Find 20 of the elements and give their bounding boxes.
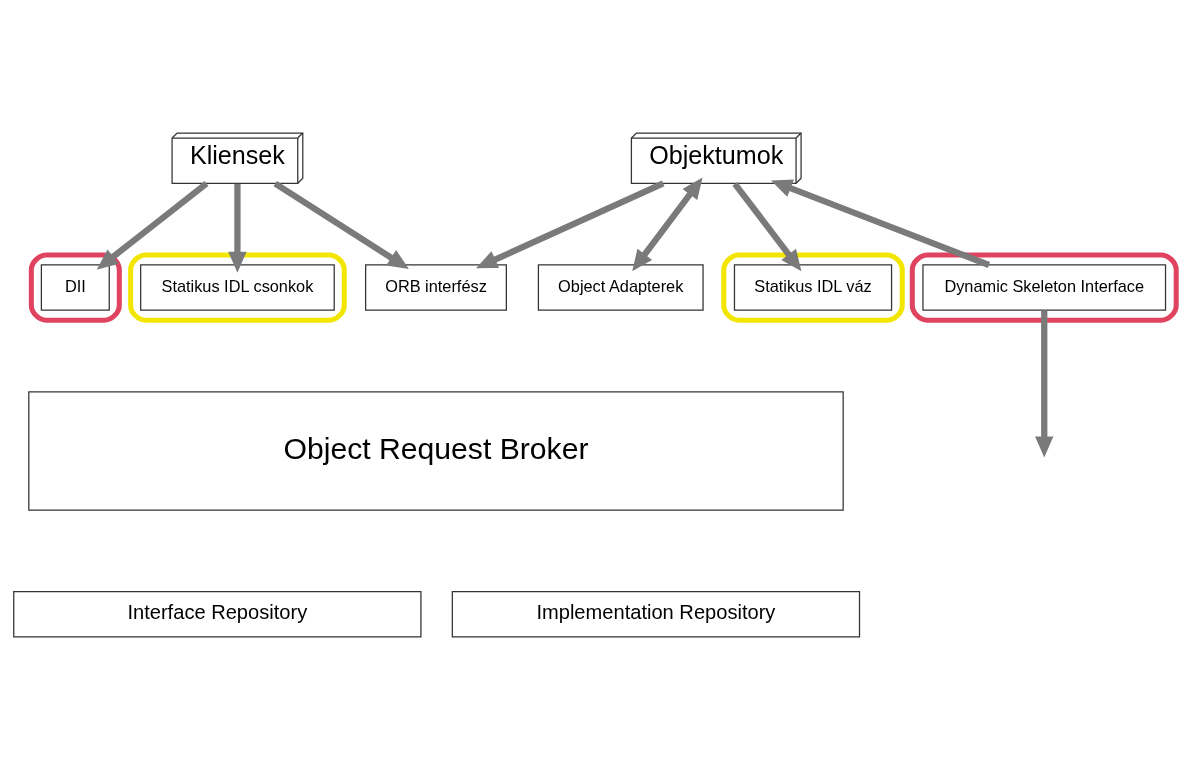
arrow [1035,310,1054,457]
arrow [632,177,703,271]
cluster [28,251,122,323]
node-box: Statikus IDL csonkok [140,263,335,311]
node-box: Object Adapterek [537,263,704,311]
arrow [476,180,665,268]
cluster [909,251,1179,323]
node-box: Statikus IDL váz [733,263,893,311]
node-box: Object Request Broker [28,390,844,511]
node-box: DII [40,263,110,311]
arrow [732,181,802,271]
arrow [273,180,409,269]
arrow [96,180,209,270]
arrow [228,183,247,273]
node-box: Implementation Repository [451,590,861,638]
node-box: Dynamic Skeleton Interface [922,263,1167,311]
cluster [721,251,905,323]
node-box: ORB interfész [365,263,507,311]
node-box: Interface Repository [13,590,422,638]
arrow [771,179,991,268]
